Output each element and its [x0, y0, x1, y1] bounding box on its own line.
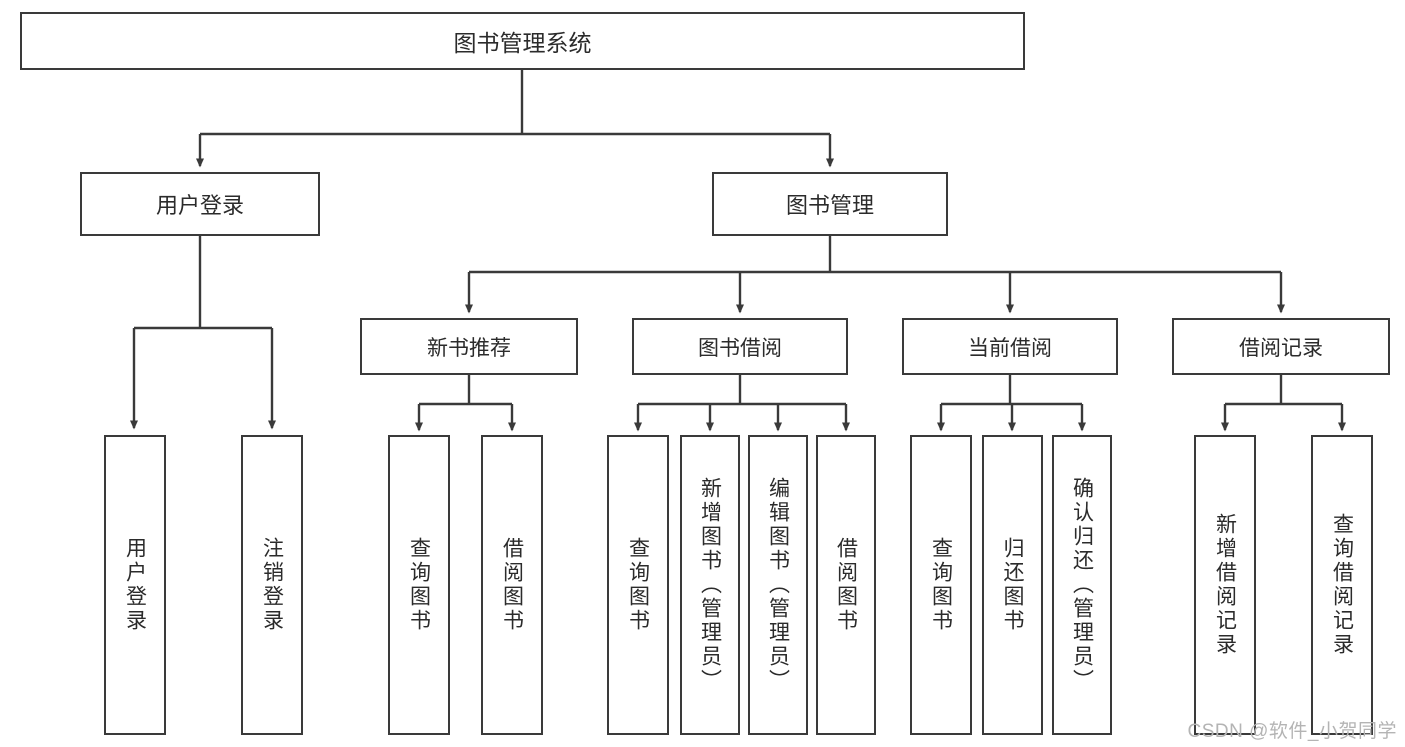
node-book-management[interactable]: 图书管理 [712, 172, 948, 236]
leaf-user-login-logout[interactable]: 注销登录 [241, 435, 303, 735]
leaf-borrow-records-add-record[interactable]: 新增借阅记录 [1194, 435, 1256, 735]
node-label: 查询图书 [929, 537, 953, 633]
node-current-borrow[interactable]: 当前借阅 [902, 318, 1118, 375]
leaf-book-borrow-add-book-admin[interactable]: 新增图书（管理员） [680, 435, 740, 735]
node-label: 注销登录 [260, 537, 284, 633]
node-label: 图书借阅 [698, 336, 782, 360]
node-label: 借阅图书 [500, 537, 524, 633]
node-label: 新增借阅记录 [1213, 513, 1237, 657]
node-label: 查询图书 [407, 537, 431, 633]
node-label: 查询借阅记录 [1330, 513, 1354, 657]
node-label: 图书管理系统 [453, 30, 592, 56]
node-book-borrow[interactable]: 图书借阅 [632, 318, 848, 375]
node-user-login[interactable]: 用户登录 [80, 172, 320, 236]
leaf-book-borrow-borrow-book[interactable]: 借阅图书 [816, 435, 876, 735]
leaf-new-book-query-book[interactable]: 查询图书 [388, 435, 450, 735]
csdn-watermark: CSDN @软件_小贺同学 [1187, 721, 1397, 742]
node-label: 确认归还（管理员） [1070, 477, 1094, 693]
node-new-book-recommend[interactable]: 新书推荐 [360, 318, 578, 375]
leaf-current-borrow-return-book[interactable]: 归还图书 [982, 435, 1043, 735]
node-label: 借阅记录 [1239, 336, 1323, 360]
leaf-current-borrow-confirm-return-admin[interactable]: 确认归还（管理员） [1052, 435, 1112, 735]
leaf-current-borrow-query-book[interactable]: 查询图书 [910, 435, 972, 735]
leaf-user-login-login[interactable]: 用户登录 [104, 435, 166, 735]
node-label: 新书推荐 [427, 336, 511, 360]
node-label: 归还图书 [1001, 537, 1024, 633]
leaf-book-borrow-query-book[interactable]: 查询图书 [607, 435, 669, 735]
node-label: 查询图书 [626, 537, 650, 633]
node-label: 借阅图书 [834, 537, 858, 633]
node-label: 图书管理 [785, 193, 874, 218]
node-label: 新增图书（管理员） [698, 477, 722, 693]
leaf-borrow-records-query-record[interactable]: 查询借阅记录 [1311, 435, 1373, 735]
node-label: 当前借阅 [968, 336, 1052, 360]
node-label: 用户登录 [155, 193, 244, 218]
node-label: 编辑图书（管理员） [766, 477, 790, 693]
node-borrow-records[interactable]: 借阅记录 [1172, 318, 1390, 375]
leaf-new-book-borrow-book[interactable]: 借阅图书 [481, 435, 543, 735]
leaf-book-borrow-edit-book-admin[interactable]: 编辑图书（管理员） [748, 435, 808, 735]
node-root-book-management-system[interactable]: 图书管理系统 [20, 12, 1025, 70]
node-label: 用户登录 [123, 537, 147, 633]
